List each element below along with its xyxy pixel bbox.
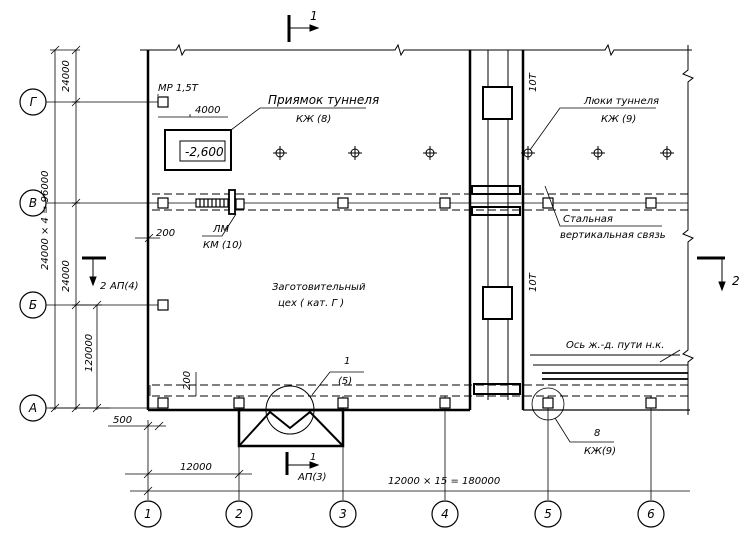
axis-label-3: 3 <box>339 507 347 521</box>
rail-track <box>530 354 688 380</box>
level-mark: -2,600 <box>185 145 224 159</box>
crane-capacity-right-top: 10Т <box>528 72 539 92</box>
axis-bubble-4 <box>431 500 459 528</box>
callout-8-ref: КЖ(9) <box>584 446 616 457</box>
axis-label-2: 2 <box>235 507 243 521</box>
crane-column-structure <box>468 50 525 410</box>
axis-bubble-b <box>19 291 47 319</box>
hatch-icon <box>423 146 437 160</box>
column <box>157 197 169 209</box>
column <box>337 397 349 409</box>
crane-track-lines <box>152 193 688 397</box>
axis-label-6: 6 <box>647 507 655 521</box>
column <box>542 397 554 409</box>
hatch-icon <box>660 146 674 160</box>
hatch-icon <box>521 146 535 160</box>
crane-capacity-left: МР 1,5Т <box>158 83 199 94</box>
building-outline <box>140 43 694 415</box>
axis-bubble-2 <box>225 500 253 528</box>
dim-200-left: 200 <box>156 228 175 239</box>
section-bottom-ref: АП(3) <box>297 472 327 483</box>
axis-bubble-v <box>19 189 47 217</box>
columns <box>157 96 657 409</box>
tunnel-pit-ref: КЖ (8) <box>296 114 331 125</box>
axis-bubble-5 <box>534 500 562 528</box>
dimension-lines-left <box>50 45 197 413</box>
section-bottom-number: 1 <box>310 452 316 463</box>
crane-capacity-right-bottom: 10Т <box>528 272 539 292</box>
dim-24000-bottom: 24000 <box>61 260 72 292</box>
callout-1-number: 1 <box>344 356 350 367</box>
column <box>645 197 657 209</box>
section-right-number: 2 <box>732 274 740 288</box>
dim-120000: 120000 <box>84 334 95 372</box>
loading-bay <box>237 385 345 448</box>
hatches-label: Люки туннеля <box>583 96 659 107</box>
dim-200-bottom: 200 <box>182 371 193 390</box>
steel-brace-label-1: Стальная <box>563 214 613 225</box>
axis-label-a: А <box>28 401 37 415</box>
column <box>645 397 657 409</box>
dim-500: 500 <box>113 415 132 426</box>
dimension-lines-bottom <box>108 421 690 496</box>
tunnel-pit <box>164 129 232 171</box>
axis-label-v: В <box>29 196 37 210</box>
axis-bubble-a <box>19 394 47 422</box>
lm-ref: КМ (10) <box>203 240 242 251</box>
monorail-lm <box>195 189 245 215</box>
column <box>337 197 349 209</box>
callout-8-number: 8 <box>594 428 600 439</box>
tunnel-hatches <box>273 146 674 160</box>
hatch-icon <box>591 146 605 160</box>
column <box>157 397 169 409</box>
grid-lines-horizontal <box>45 101 688 409</box>
dim-24000-top: 24000 <box>61 60 72 92</box>
axis-bubbles <box>19 88 665 528</box>
column <box>233 397 245 409</box>
callout-1-ref: (5) <box>338 376 352 387</box>
column <box>439 397 451 409</box>
axis-label-4: 4 <box>441 507 449 521</box>
axis-label-g: Г <box>30 95 38 109</box>
hatches-ref: КЖ (9) <box>601 114 636 125</box>
hatch-icon <box>348 146 362 160</box>
column <box>157 96 169 108</box>
dim-96000: 24000 × 4 = 96000 <box>40 171 51 270</box>
workshop-label-1: Заготовительный <box>272 282 366 293</box>
steel-brace-label-2: вертикальная связь <box>560 230 666 241</box>
axis-label-5: 5 <box>544 507 552 521</box>
axis-bubble-6 <box>637 500 665 528</box>
column <box>157 299 169 311</box>
section-left-number: 2 <box>100 281 106 292</box>
rail-axis-label: Ось ж.-д. пути н.к. <box>566 340 664 351</box>
leader-lines <box>157 94 681 443</box>
column <box>439 197 451 209</box>
workshop-label-2: цех ( кат. Г ) <box>278 298 344 309</box>
axis-bubble-1 <box>134 500 162 528</box>
lm-label: ЛМ <box>212 224 230 235</box>
column <box>542 197 554 209</box>
section-top-number: 1 <box>310 9 318 23</box>
dim-180000: 12000 × 15 = 180000 <box>388 476 500 487</box>
section-left-ref: АП(4) <box>109 281 139 292</box>
axis-label-1: 1 <box>144 507 152 521</box>
axis-bubble-g <box>19 88 47 116</box>
section-markers <box>82 15 726 475</box>
dim-12000: 12000 <box>180 462 212 473</box>
axis-label-b: Б <box>29 298 37 312</box>
hatch-icon <box>273 146 287 160</box>
axis-bubble-3 <box>329 500 357 528</box>
dim-4000: 4000 <box>195 105 220 116</box>
tunnel-pit-label: Приямок туннеля <box>268 93 379 107</box>
